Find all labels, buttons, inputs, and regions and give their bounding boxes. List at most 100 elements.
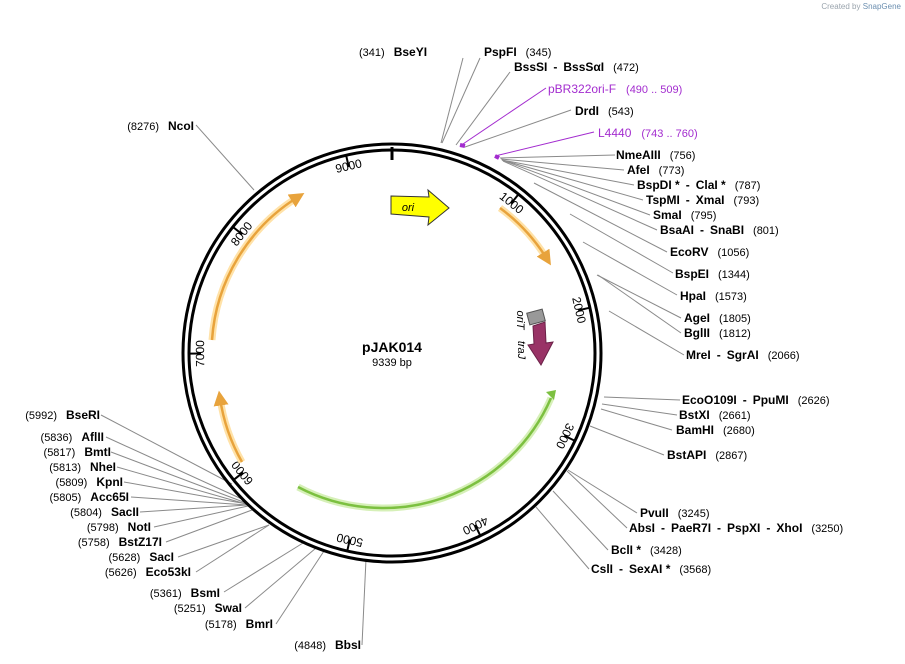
site-eco53ki: (5626)Eco53kI xyxy=(105,565,191,579)
site-enzyme-name: AgeI xyxy=(684,311,710,325)
leader-bstz17i xyxy=(165,509,253,543)
tick-mark-3000 xyxy=(563,434,576,442)
site-position: (5836) xyxy=(41,432,73,444)
tick-mark-9000 xyxy=(345,155,350,168)
orit-box xyxy=(526,308,546,326)
site-position: (2867) xyxy=(715,450,747,462)
site-bstxi: BstXI(2661) xyxy=(679,408,750,422)
tick-mark-6000 xyxy=(232,471,244,481)
site-enzyme-name: - xyxy=(686,178,690,192)
orf-arc-2 xyxy=(213,390,244,463)
site-kpni: (5809)KpnI xyxy=(56,475,123,489)
traj-arrow xyxy=(527,321,554,366)
site-bsaai: BsaAI-SnaBI(801) xyxy=(660,223,779,237)
site-pspfi: PspFI (345) xyxy=(484,45,551,59)
site-enzyme-name: BssSαI xyxy=(563,60,604,74)
leader-ncoi xyxy=(195,124,255,191)
leader-hpai xyxy=(582,241,678,296)
orf-arc-green xyxy=(297,397,553,510)
leader-bsaai xyxy=(502,160,658,231)
primer-pbr322ori-f-mark xyxy=(459,143,466,148)
site-position: (5178) xyxy=(205,619,237,631)
site-pvuii: PvuII(3245) xyxy=(640,506,709,520)
leader-afei xyxy=(500,158,625,171)
site-enzyme-name: PspFI xyxy=(484,45,517,59)
site-enzyme-name: BmrI xyxy=(246,617,273,631)
site-enzyme-name: - xyxy=(743,393,747,407)
leader-ecoo109i xyxy=(603,396,681,401)
site-afei: AfeI(773) xyxy=(627,163,684,177)
site-enzyme-name: EcoO109I xyxy=(682,393,737,407)
site-enzyme-name: BssSI xyxy=(514,60,547,74)
site-position: (2680) xyxy=(723,425,755,437)
site-enzyme-name: - xyxy=(700,223,704,237)
plasmid-name: pJAK014 xyxy=(362,339,422,355)
leader-mrei xyxy=(608,310,685,356)
site-enzyme-name: BspEI xyxy=(675,267,709,281)
site-enzyme-name: TspMI xyxy=(646,193,680,207)
site-enzyme-name: BmtI xyxy=(84,445,111,459)
site-bstapi: BstAPI (2867) xyxy=(667,448,747,462)
leader-agei xyxy=(596,274,682,319)
site-bamhi: BamHI(2680) xyxy=(676,423,755,437)
site-enzyme-name: PpuMI xyxy=(753,393,789,407)
site-enzyme-name: DrdI xyxy=(575,104,599,118)
leader-bmti xyxy=(110,451,247,504)
tick-mark-1000 xyxy=(510,193,520,205)
leader-bseri xyxy=(100,414,233,485)
leader-bglii xyxy=(597,274,682,334)
site-enzyme-name: - xyxy=(619,562,623,576)
tick-mark-4000 xyxy=(474,524,482,537)
ori-label: ori xyxy=(402,202,415,214)
site-bspdi: BspDI *-ClaI *(787) xyxy=(637,178,760,192)
site-position: (5758) xyxy=(78,537,110,549)
site-enzyme-name: - xyxy=(553,60,557,74)
orf-arc-1 xyxy=(499,206,551,266)
site-enzyme-name: EcoRV xyxy=(670,245,708,259)
site-enzyme-name: AbsI xyxy=(629,521,655,535)
site-position: (793) xyxy=(733,195,759,207)
site-enzyme-name: PvuII xyxy=(640,506,669,520)
site-enzyme-name: BstAPI xyxy=(667,448,706,462)
site-bcli: BclI *(3428) xyxy=(611,543,682,557)
primer-l4440-label: L4440(743 .. 760) xyxy=(598,126,698,140)
site-position: (5361) xyxy=(150,588,182,600)
leader-ecorv xyxy=(533,182,668,253)
site-enzyme-name: BglII xyxy=(684,326,710,340)
tick-mark-2000 xyxy=(577,306,591,312)
site-enzyme-name: - xyxy=(686,193,690,207)
site-position: (773) xyxy=(659,165,685,177)
orf-arc-3 xyxy=(210,193,305,341)
site-enzyme-name: SwaI xyxy=(215,601,242,615)
site-enzyme-name: L4440 xyxy=(598,126,632,140)
site-enzyme-name: XhoI xyxy=(776,521,802,535)
leader-kpni xyxy=(123,481,248,505)
site-acc65i: (5805)Acc65I xyxy=(50,490,130,504)
site-position: (5992) xyxy=(25,410,57,422)
leader-bbsi xyxy=(361,558,367,646)
tick-marks xyxy=(188,155,591,552)
site-enzyme-name: AflII xyxy=(81,430,104,444)
tick-label: 7000 xyxy=(193,340,207,367)
site-agei: AgeI(1805) xyxy=(684,311,751,325)
site-enzyme-name: PspXI xyxy=(727,521,760,535)
site-bsssi: BssSI-BssSαI(472) xyxy=(514,60,639,74)
site-position: (5251) xyxy=(174,603,206,615)
tick-mark-5000 xyxy=(346,539,351,552)
site-enzyme-name: BbsI xyxy=(335,638,361,652)
tick-label: 9000 xyxy=(334,156,363,176)
site-position: (1056) xyxy=(717,247,749,259)
site-position: (787) xyxy=(735,180,761,192)
site-position: (345) xyxy=(526,47,552,59)
leader-drdi xyxy=(464,109,572,148)
site-bbsi: (4848)BbsI xyxy=(294,638,361,652)
leader-bspdi xyxy=(501,159,635,186)
site-enzyme-name: KpnI xyxy=(96,475,123,489)
site-bmri: (5178) BmrI xyxy=(205,617,273,631)
traj-label: traJ xyxy=(515,341,527,360)
site-position: (1573) xyxy=(715,291,747,303)
site-sacii: (5804)SacII xyxy=(70,505,139,519)
feature-ori: ori xyxy=(390,188,450,227)
site-position: (5817) xyxy=(44,447,76,459)
site-position: (5626) xyxy=(105,567,137,579)
